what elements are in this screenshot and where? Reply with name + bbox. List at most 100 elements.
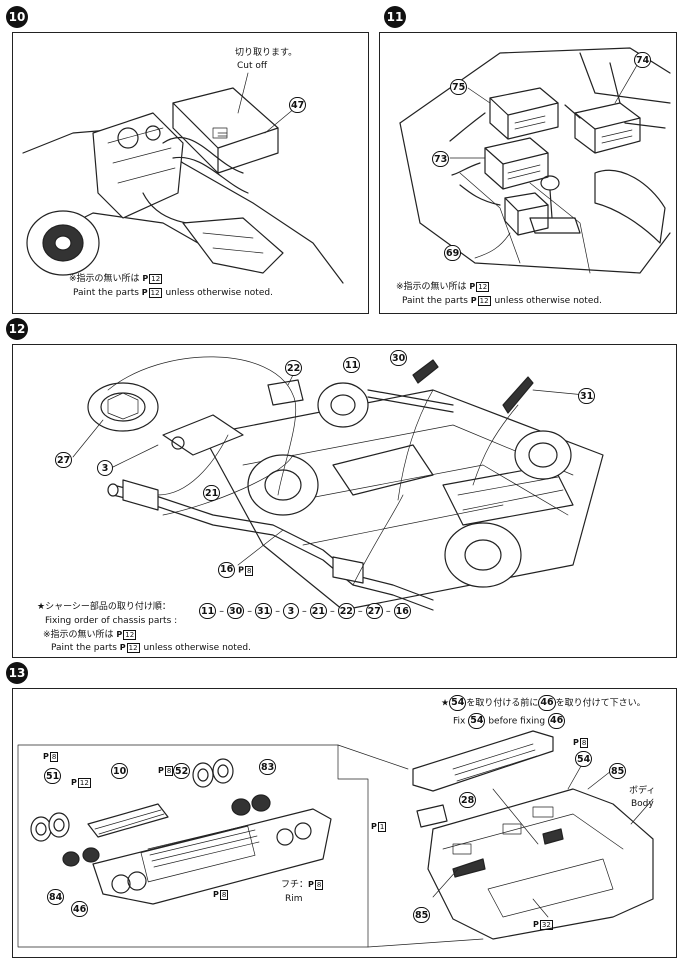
step-number-12: 12 xyxy=(6,318,28,340)
part-callout-46: 46 xyxy=(547,713,566,729)
step-12-chassis-illustration xyxy=(72,356,604,611)
paint-code-icon: P xyxy=(308,880,314,889)
paint-note-en-text: Paint the parts xyxy=(73,288,139,298)
part-callout-10: 10 xyxy=(111,763,129,779)
paint-code-icon: P xyxy=(141,288,148,297)
paint-code-icon: P xyxy=(573,738,579,747)
paint-code-value: 1 xyxy=(377,822,387,832)
order-dash: – xyxy=(219,605,224,617)
part-callout-28: 28 xyxy=(459,792,477,808)
part-callout-74: 74 xyxy=(634,52,652,68)
note-text: before fixing xyxy=(488,716,546,727)
body-label-jp: ボディ xyxy=(629,786,656,796)
paint-note-jp-text: ※指示の無い所は xyxy=(43,630,114,640)
order-step: 21 xyxy=(309,603,327,619)
order-dash: – xyxy=(247,605,252,617)
paint-code-value: 12 xyxy=(148,288,162,298)
paint-code-icon: P xyxy=(43,752,49,761)
paint-code-value: 8 xyxy=(314,880,324,890)
part-callout-73: 73 xyxy=(432,151,450,167)
step-13-note-en: Fix 54 before fixing 46 xyxy=(453,713,566,729)
paint-note-en-text: Paint the parts xyxy=(402,296,468,306)
part-callout-54: 54 xyxy=(468,713,486,729)
part-callout-11: 11 xyxy=(343,357,361,373)
rim-label-en: Rim xyxy=(285,894,303,904)
paint-note-jp-text: ※指示の無い所は xyxy=(396,282,467,292)
part-callout-16: 16 xyxy=(218,562,236,578)
paint-code-icon: P xyxy=(238,565,244,575)
paint-code-icon: P xyxy=(116,630,123,639)
paint-code-icon: P xyxy=(158,766,164,775)
order-step: 3 xyxy=(282,603,299,619)
note-text: を取り付けて下さい。 xyxy=(555,698,646,709)
order-step: 16 xyxy=(393,603,411,619)
order-step: 11 xyxy=(199,603,217,619)
order-step: 27 xyxy=(365,603,383,619)
part-callout-22: 22 xyxy=(285,360,303,376)
step-number-10: 10 xyxy=(6,6,28,28)
part-callout-31: 31 xyxy=(578,388,596,404)
part-callout-46: 46 xyxy=(71,901,89,917)
chassis-order-sequence: 11– 30– 31– 3– 21– 22– 27– 16 xyxy=(199,603,411,619)
rim-label-jp: フチ： xyxy=(281,880,309,890)
paint-code-icon: P xyxy=(533,920,539,929)
paint-code-icon: P xyxy=(213,890,219,899)
part-callout-51: 51 xyxy=(44,768,62,784)
part-callout-52: 52 xyxy=(173,763,191,779)
paint-code-icon: P xyxy=(371,822,377,831)
paint-note-en-suffix: unless otherwise noted. xyxy=(165,288,273,298)
paint-code-value: 32 xyxy=(539,920,553,930)
part-callout-69: 69 xyxy=(444,245,462,261)
paint-code-icon: P xyxy=(119,643,126,652)
paint-code-icon: P xyxy=(470,296,477,305)
part-callout-83: 83 xyxy=(259,759,277,775)
paint-code-icon: P xyxy=(469,282,476,291)
body-label-en: Body xyxy=(631,799,654,809)
step-10-cut-note-jp: 切り取ります。 xyxy=(235,48,298,58)
paint-note-jp-text: ※指示の無い所は xyxy=(69,274,140,284)
paint-note-en-suffix: unless otherwise noted. xyxy=(143,643,251,653)
part-callout-21: 21 xyxy=(203,485,221,501)
part-callout-47: 47 xyxy=(289,97,307,113)
part-callout-84: 84 xyxy=(47,889,65,905)
part-callout-54-main: 54 xyxy=(575,751,593,767)
order-dash: – xyxy=(329,605,335,617)
chassis-order-title-en: Fixing order of chassis parts : xyxy=(45,616,178,626)
order-step: 31 xyxy=(254,603,273,619)
step-11-dashboard-illustration xyxy=(399,47,671,274)
part-callout-54: 54 xyxy=(449,695,467,711)
paint-code-value: 12 xyxy=(477,296,491,306)
order-dash: – xyxy=(357,605,363,617)
part-callout-30: 30 xyxy=(390,350,408,366)
paint-code-value: 8 xyxy=(49,752,59,762)
step-10-engine-illustration xyxy=(22,72,344,284)
chassis-order-title-jp: ★シャーシー部品の取り付け順： xyxy=(37,602,171,612)
paint-code-value: 8 xyxy=(244,565,254,576)
paint-code-value: 12 xyxy=(126,643,140,653)
part-callout-27: 27 xyxy=(55,452,73,468)
paint-note-en-text: Paint the parts xyxy=(51,643,117,653)
note-text: Fix xyxy=(453,716,466,727)
order-dash: – xyxy=(275,605,280,617)
order-dash: – xyxy=(385,605,391,617)
step-10-cut-note-en: Cut off xyxy=(237,61,268,71)
paint-code-icon: P xyxy=(71,778,77,787)
step-number-13: 13 xyxy=(6,662,28,684)
